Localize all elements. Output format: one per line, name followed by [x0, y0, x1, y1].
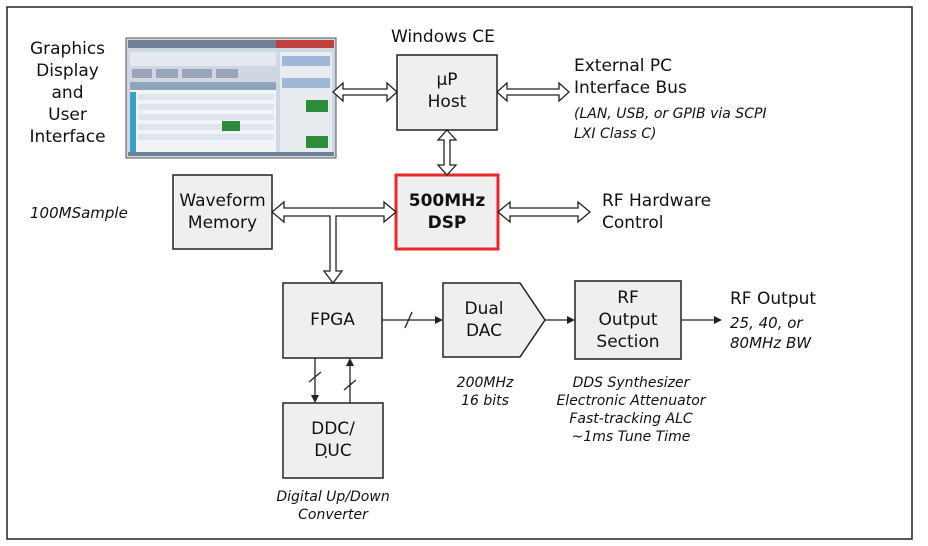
ddc-duc-label: DDC/ DUC: [283, 418, 383, 462]
rf-hardware-line-1: RF Hardware: [602, 191, 712, 211]
waveform-memory-label: Waveform Memory: [173, 190, 272, 234]
external-pc-line-1: External PC: [574, 56, 673, 76]
host-label: Host: [427, 92, 467, 112]
dac-note: 200MHz 16 bits: [440, 374, 530, 410]
up-host-label: µP Host: [397, 69, 497, 113]
memory-label: Memory: [187, 213, 258, 233]
ddc-note: Digital Up/Down Converter: [238, 488, 428, 524]
memory-dsp-fpga-arrow: [270, 200, 398, 285]
external-pc-line-2: Interface Bus: [574, 78, 687, 98]
external-pc-note: (LAN, USB, or GPIB via SCPI LXI Class C): [574, 104, 767, 144]
rf-section-line-2: Output: [598, 310, 658, 330]
rf-section-line-3: Section: [596, 332, 660, 352]
dac-note-2: 16 bits: [461, 393, 509, 409]
fpga-label: FPGA: [310, 310, 355, 330]
waveform-memory-block: [172, 174, 273, 250]
graphics-line-1: Graphics: [29, 39, 106, 59]
rf-section-note-1: DDS Synthesizer: [572, 375, 690, 391]
graphics-line-5: Interface: [29, 127, 106, 147]
host-dsp-arrow: [436, 129, 458, 176]
rf-section-note: DDS Synthesizer Electronic Attenuator Fa…: [546, 374, 716, 446]
dual-label: Dual: [464, 299, 504, 319]
dual-dac-block: [442, 282, 546, 358]
rf-section-line-1: RF: [617, 288, 639, 308]
rf-output-note-2: 80MHz BW: [730, 334, 812, 352]
rf-output-note: 25, 40, or 80MHz BW: [730, 313, 811, 353]
rf-section-note-3: Fast-tracking ALC: [569, 411, 693, 427]
dsp-name-label: DSP: [427, 213, 467, 233]
rf-hardware-label: RF Hardware Control: [602, 190, 711, 234]
dual-dac-label: Dual DAC: [443, 298, 525, 342]
rf-section-note-2: Electronic Attenuator: [556, 393, 706, 409]
external-pc-note-1: (LAN, USB, or GPIB via SCPI: [574, 106, 767, 122]
graphics-line-2: Display: [36, 61, 99, 81]
memory-note: 100MSample: [30, 204, 128, 222]
user-interface-screenshot: [125, 37, 337, 159]
dsp-freq-label: 500MHz: [408, 191, 486, 211]
rf-hardware-line-2: Control: [602, 213, 664, 233]
windows-ce-label: Windows CE: [391, 27, 495, 47]
ddc-note-2: Converter: [298, 507, 368, 523]
ddc-label: DDC/: [311, 419, 355, 439]
rf-output-section-label: RF Output Section: [575, 287, 681, 353]
external-pc-label: External PC Interface Bus: [574, 55, 687, 99]
up-host-block: [396, 54, 498, 131]
dsp-rf-hw-arrow: [496, 200, 592, 224]
waveform-label: Waveform: [179, 191, 266, 211]
graphics-line-3: and: [51, 83, 84, 103]
graphics-display-label: Graphics Display and User Interface: [20, 38, 115, 148]
diagram-frame: [6, 6, 913, 540]
external-pc-note-2: LXI Class C): [574, 126, 657, 142]
dac-note-1: 200MHz: [456, 375, 514, 391]
rf-section-note-4: ~1ms Tune Time: [571, 429, 691, 445]
graphics-line-4: User: [48, 105, 87, 125]
dac-label: DAC: [466, 321, 502, 341]
ddc-duc-block: [282, 402, 384, 479]
rf-output-note-1: 25, 40, or: [730, 314, 803, 332]
ui-host-arrow: [332, 81, 398, 103]
ddc-note-1: Digital Up/Down: [276, 489, 390, 505]
host-pc-arrow: [496, 81, 570, 103]
rf-output-label: RF Output: [730, 289, 817, 309]
up-label: µP: [436, 70, 458, 90]
duc-label: DUC: [314, 441, 352, 461]
dsp-label: 500MHz DSP: [396, 190, 498, 234]
